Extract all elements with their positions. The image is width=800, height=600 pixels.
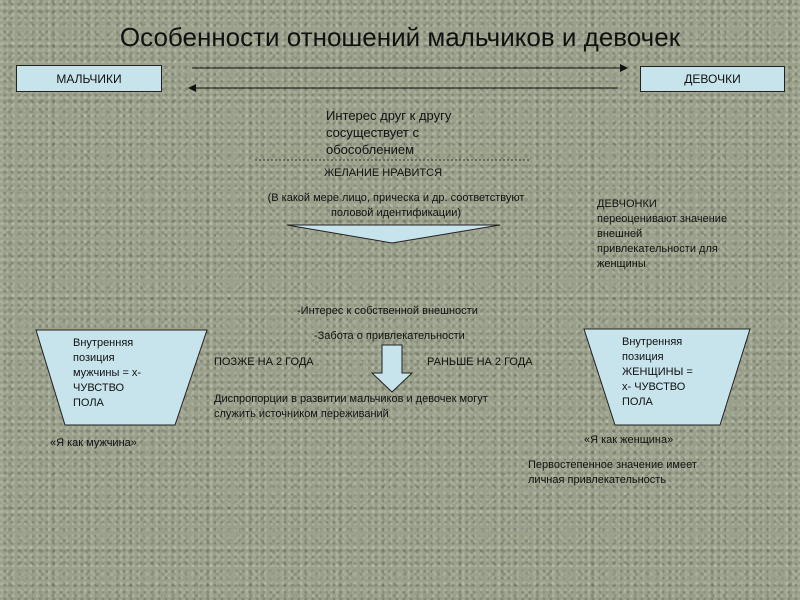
male-self-text: «Я как мужчина» — [50, 437, 137, 449]
own-appearance-text: -Интерес к собственной внешности — [297, 305, 478, 317]
male-position-line: ЧУВСТВО — [73, 382, 125, 394]
arrow-left-head — [188, 84, 196, 92]
attractiveness-text: -Забота о привлекательности — [314, 330, 465, 342]
male-position-line: ПОЛА — [73, 397, 104, 409]
down-block-arrow — [370, 344, 414, 393]
female-self-text: «Я как женщина» — [584, 434, 674, 446]
slide-title: Особенности отношений мальчиков и девоче… — [119, 22, 681, 52]
male-position-line: мужчины = х- — [73, 367, 142, 379]
male-position-text: Внутренняя позиция мужчины = х- ЧУВСТВО … — [73, 336, 141, 411]
wide-down-chevron — [286, 224, 501, 244]
desire-text: ЖЕЛАНИЕ НРАВИТСЯ — [324, 167, 443, 179]
female-position-line: х- ЧУВСТВО — [622, 381, 686, 393]
girls-note-line: внешней — [597, 228, 643, 240]
female-position-line: позиция — [622, 351, 664, 363]
male-position-line: Внутренняя — [73, 337, 134, 349]
disproportion-line: Диспропорции в развитии мальчиков и дево… — [214, 393, 488, 405]
disproportion-line: служить источником переживаний — [214, 408, 389, 420]
earlier-text: РАНЬШЕ НА 2 ГОДА — [427, 356, 533, 368]
identification-line: (В какой мере лицо, прическа и др. соотв… — [267, 192, 525, 204]
interest-line: обособлением — [326, 142, 415, 157]
interest-line: сосуществует с — [326, 125, 419, 140]
girls-note-line: ДЕВЧОНКИ — [597, 198, 657, 210]
identification-line: половой идентификации) — [330, 207, 462, 219]
primary-line: личная привлекательность — [528, 474, 667, 486]
female-position-line: ЖЕНЩИНЫ = — [622, 366, 693, 378]
girls-note-line: переоценивают значение — [597, 213, 728, 225]
interest-line: Интерес друг к другу — [326, 108, 452, 123]
male-position-funnel — [35, 329, 208, 426]
female-position-line: Внутренняя — [622, 336, 683, 348]
female-position-line: ПОЛА — [622, 396, 653, 408]
girls-box: ДЕВОЧКИ — [640, 66, 785, 92]
primary-line: Первостепенное значение имеет — [528, 459, 697, 471]
girls-note-line: привлекательности для — [597, 243, 718, 255]
female-position-text: Внутренняя позиция ЖЕНЩИНЫ = х- ЧУВСТВО … — [622, 335, 693, 410]
female-position-funnel — [583, 328, 751, 426]
male-position-line: позиция — [73, 352, 115, 364]
arrow-right-head — [620, 64, 628, 72]
girls-note: ДЕВЧОНКИ переоценивают значение внешней … — [597, 197, 727, 272]
girls-note-line: женщины — [597, 258, 646, 270]
boys-box: МАЛЬЧИКИ — [16, 65, 162, 92]
identification-text: (В какой мере лицо, прическа и др. соотв… — [236, 191, 556, 221]
primary-significance-text: Первостепенное значение имеет личная при… — [528, 458, 697, 488]
disproportion-text: Диспропорции в развитии мальчиков и дево… — [214, 392, 488, 422]
interest-text: Интерес друг к другу сосуществует с обос… — [326, 107, 451, 158]
later-text: ПОЗЖЕ НА 2 ГОДА — [214, 356, 314, 368]
